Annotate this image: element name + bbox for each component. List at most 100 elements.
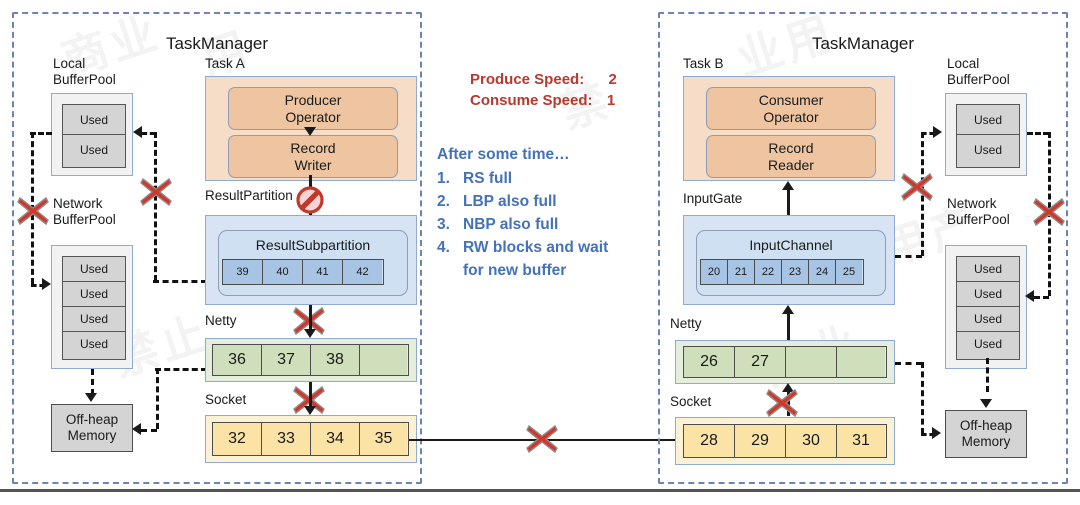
left-netty-label: Netty [205, 313, 237, 328]
left-offheap-in-h [141, 429, 157, 432]
left-netty-return-v [156, 368, 159, 429]
right-socket-to-netty-line [787, 390, 790, 416]
left-socket-buffer-3: 35 [360, 423, 407, 455]
right-ic-to-lbp-h [895, 255, 922, 258]
left-rsp-buffer-1: 40 [263, 260, 303, 284]
right-consumer-operator: Consumer Operator [706, 87, 876, 130]
left-rp-to-netty-line [309, 305, 312, 332]
right-offheap-in-arrowhead [932, 427, 941, 439]
right-socket-buffers: 28 29 30 31 [683, 424, 887, 458]
right-lbp-out-h [1027, 132, 1049, 135]
right-netty-to-inputgate-arrowhead [782, 305, 794, 314]
right-lbp-used-1: Used [957, 135, 1019, 164]
left-netty-buffer-0: 36 [213, 345, 262, 375]
left-nbp-slots: Used Used Used Used [62, 256, 126, 360]
right-socket-buffer-1: 29 [735, 425, 786, 457]
left-producer-operator-line2: Operator [285, 108, 341, 125]
right-consumer-operator-line2: Operator [763, 108, 819, 125]
note-item-4-cont: for new buffer [437, 262, 566, 280]
right-record-reader: Record Reader [706, 135, 876, 178]
right-ic-buffer-4: 24 [809, 260, 836, 284]
note-item-2-text: LBP also full [463, 193, 557, 210]
right-inputgate-label: InputGate [683, 191, 743, 206]
left-local-bufferpool-label-line1: Local [53, 56, 86, 71]
left-netty-return-h [155, 368, 207, 371]
left-off-heap-memory: Off-heap Memory [51, 404, 133, 452]
left-netty-to-socket-line [309, 382, 312, 409]
left-offheap-line2: Memory [67, 428, 117, 443]
left-socket-buffer-0: 32 [213, 423, 262, 455]
blocked-x-icon-right-lbp-to-nbp [1032, 197, 1066, 227]
right-netty-buffer-2 [786, 347, 837, 377]
right-nbp-used-3: Used [957, 332, 1019, 356]
footer-divider [0, 489, 1080, 492]
left-nbp-in-h [31, 284, 45, 287]
left-lbp-in-h [142, 132, 155, 135]
right-offheap-in-h [921, 433, 935, 436]
right-nbp-slots: Used Used Used Used [956, 256, 1020, 360]
left-offheap-line1: Off-heap [65, 412, 119, 427]
right-netty-buffer-0: 26 [684, 347, 735, 377]
left-producer-operator: Producer Operator [228, 87, 398, 130]
note-item-2: 2.LBP also full [437, 193, 557, 211]
left-socket-buffer-1: 33 [262, 423, 311, 455]
right-socket-buffer-0: 28 [684, 425, 735, 457]
blocked-x-icon-socket-link [525, 424, 559, 454]
right-netty-buffers: 26 27 [683, 346, 887, 378]
right-ic-buffer-3: 23 [782, 260, 809, 284]
produce-speed-value: 2 [608, 71, 617, 88]
left-rp-to-netty-arrowhead [304, 329, 316, 338]
right-netty-to-offheap-v [921, 362, 924, 434]
right-local-bufferpool: Used Used [945, 93, 1027, 176]
note-item-1-num: 1. [437, 170, 450, 187]
right-socket-buffer-3: 31 [837, 425, 885, 457]
blocked-x-icon-right-ic-to-lbp [900, 172, 934, 202]
right-network-bufferpool-label-line2: BufferPool [947, 212, 1010, 227]
left-netty-buffers: 36 37 38 [212, 344, 409, 376]
left-netty-buffer-2: 38 [311, 345, 360, 375]
blocked-x-icon-left-nbp [16, 196, 50, 226]
left-task-label: Task A [205, 56, 245, 71]
right-nbp-used-1: Used [957, 282, 1019, 307]
left-nbp-to-offheap-arrowhead [85, 393, 97, 402]
right-consumer-operator-line1: Consumer [758, 91, 824, 108]
right-netty-to-inputgate-line [787, 313, 790, 345]
right-network-bufferpool: Used Used Used Used [945, 245, 1027, 369]
note-item-3: 3.NBP also full [437, 216, 558, 234]
left-nbp-in-arrowhead [42, 278, 51, 290]
left-netty-buffer-3 [360, 345, 407, 375]
left-local-bufferpool-slots: Used Used [62, 104, 126, 168]
left-resultpartition-label: ResultPartition [205, 188, 293, 203]
right-task-label: Task B [683, 56, 724, 71]
right-nbp-to-offheap-line [986, 358, 989, 392]
right-lbp-used-0: Used [957, 105, 1019, 135]
left-socket-buffers: 32 33 34 35 [212, 422, 409, 456]
right-channel-to-reader-arrowhead [782, 181, 794, 190]
no-entry-icon [296, 186, 324, 214]
note-item-4-cont-text: for new buffer [463, 262, 567, 279]
right-netty-buffer-3 [837, 347, 885, 377]
right-ic-buffer-2: 22 [755, 260, 782, 284]
left-resultsubpartition-label: ResultSubpartition [255, 237, 371, 253]
right-nbp-in-arrowhead [1025, 290, 1034, 302]
consume-speed-label: Consume Speed: 1 [470, 92, 615, 109]
right-ic-buffer-0: 20 [701, 260, 728, 284]
right-taskmanager-frame: TaskManager [658, 12, 1068, 484]
right-inputchannel-label: InputChannel [749, 237, 833, 253]
left-local-bufferpool-label-line2: BufferPool [53, 72, 116, 87]
right-lbp-in-h [921, 132, 935, 135]
right-nbp-in-h [1034, 296, 1049, 299]
left-nbp-to-offheap-line [91, 369, 94, 395]
right-record-reader-line1: Record [768, 139, 814, 156]
left-local-bufferpool: Used Used [51, 93, 133, 176]
left-lbp-in-arrowhead [133, 126, 142, 138]
right-netty-buffer-1: 27 [735, 347, 786, 377]
left-offheap-in-arrowhead [132, 423, 141, 435]
blocked-x-icon-left-lbp-return [139, 177, 173, 207]
left-network-bufferpool: Used Used Used Used [51, 245, 133, 369]
note-item-3-num: 3. [437, 216, 450, 233]
left-resultsubpartition-buffers: 39 40 41 42 [222, 259, 384, 285]
right-ic-buffer-5: 25 [836, 260, 862, 284]
left-netty-buffer-1: 37 [262, 345, 311, 375]
